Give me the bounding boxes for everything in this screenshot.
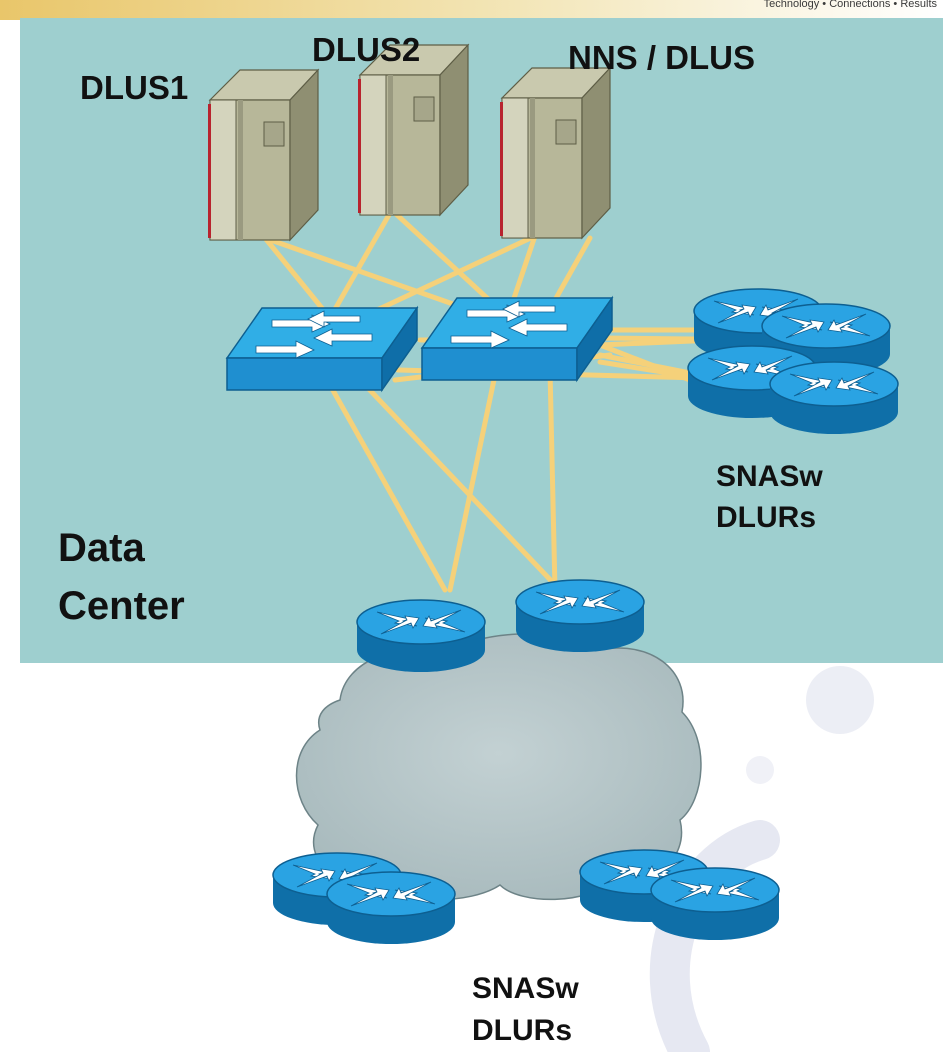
mainframe-server-icon (357, 44, 469, 216)
nns-dlus-server (499, 67, 611, 239)
lan-switch-icon (226, 307, 418, 391)
remote-snasw-router-4 (650, 867, 780, 941)
dlus2-server (357, 44, 469, 216)
label-dc-snasw-line1: SNASw (716, 460, 823, 493)
label-dlus1: DLUS1 (80, 69, 189, 106)
switch-2 (421, 297, 613, 381)
header-tagline: Technology • Connections • Results (763, 0, 937, 10)
wan-edge-router-2 (515, 579, 645, 653)
label-remote-snasw-line2: DLURs (472, 1014, 573, 1047)
router-icon (650, 867, 780, 941)
router-icon (769, 361, 899, 435)
dlus1-server (207, 69, 319, 241)
router-icon (356, 599, 486, 673)
watermark-logo (649, 666, 874, 1052)
lan-switch-icon (421, 297, 613, 381)
wan-edge-router-1 (356, 599, 486, 673)
switch-1 (226, 307, 418, 391)
remote-snasw-router-2 (326, 871, 456, 945)
label-remote-snasw-line1: SNASw (472, 972, 579, 1005)
router-icon (515, 579, 645, 653)
mainframe-server-icon (207, 69, 319, 241)
label-data-center-line2: Center (58, 584, 185, 628)
mainframe-server-icon (499, 67, 611, 239)
header-bar (0, 0, 943, 20)
label-nns-dlus: NNS / DLUS (568, 39, 756, 76)
label-dc-snasw-line2: DLURs (716, 501, 817, 534)
dc-snasw-router-4 (769, 361, 899, 435)
label-dlus2: DLUS2 (312, 31, 421, 68)
router-icon (326, 871, 456, 945)
label-data-center-line1: Data (58, 526, 145, 570)
